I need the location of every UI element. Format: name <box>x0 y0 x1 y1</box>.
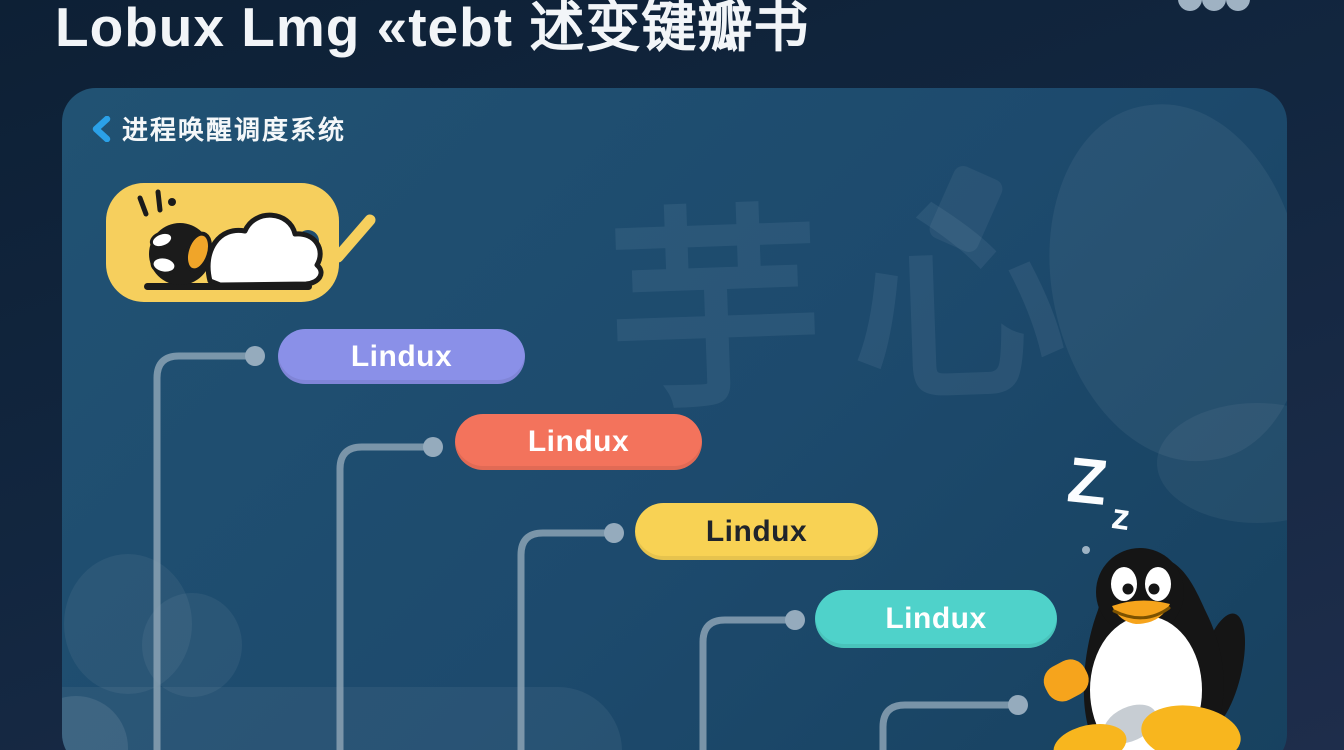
background-watermark-text: 芋心 <box>603 178 1098 437</box>
sleeping-penguin-tag <box>106 183 376 302</box>
step-pill-4: Lindux <box>815 590 1057 648</box>
sleep-z-big: Z <box>1064 443 1111 519</box>
decor-ground-blob <box>62 687 622 750</box>
step-pill-2: Lindux <box>455 414 702 470</box>
chevron-left-icon <box>92 115 111 142</box>
step-pill-3: Lindux <box>635 503 878 560</box>
sleeping-penguin-icon <box>137 189 324 290</box>
panel-header: 进程唤醒调度系统 <box>90 110 346 147</box>
step-pill-label: Lindux <box>527 425 630 458</box>
step-pill-1: Lindux <box>278 329 525 384</box>
check-mark-icon <box>314 214 376 263</box>
step-pill-label: Lindux <box>350 339 453 373</box>
sleep-dot <box>1082 546 1090 554</box>
decor-cloud-bump <box>142 593 242 697</box>
panel-title: 进程唤醒调度系统 <box>122 115 347 145</box>
poster-title: Lobux Lmg «tebt 述变键瓣书 <box>55 0 810 58</box>
ellipsis-dot-icon <box>1178 0 1202 11</box>
ellipsis-dot-icon <box>1226 0 1250 11</box>
step-pill-label: Lindux <box>885 602 987 635</box>
step-pill-label: Lindux <box>705 514 808 548</box>
ellipsis-dot-icon <box>1202 0 1226 11</box>
tux-penguin-icon <box>1043 548 1246 750</box>
